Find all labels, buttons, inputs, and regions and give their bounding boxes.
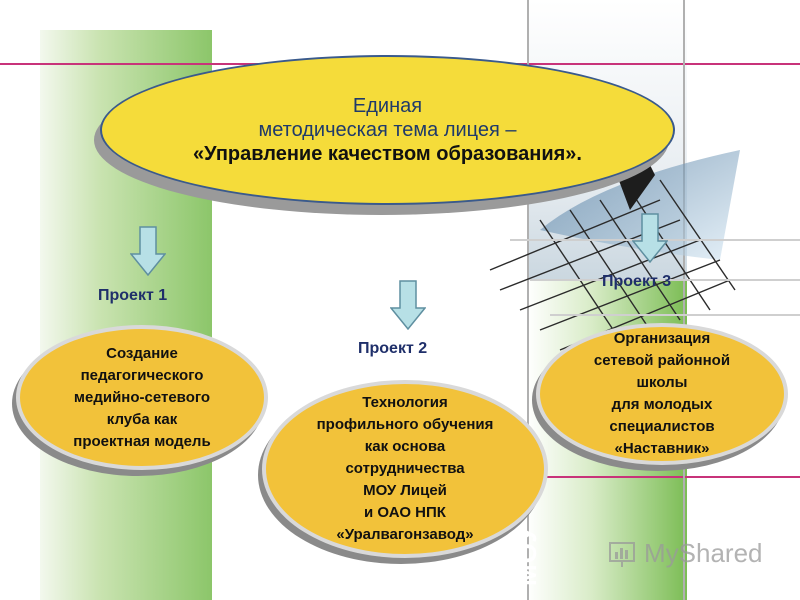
project-2-line: Технология [362, 394, 448, 411]
project-1-line: педагогического [80, 366, 204, 384]
project-3-label: Проект 3 [602, 273, 672, 290]
project-1-ellipse: Создание педагогического медийно-сетевог… [16, 325, 268, 470]
project-1-line: Создание [106, 344, 178, 362]
project-1-line: медийно-сетевого [73, 388, 211, 406]
accent-line-bottom [520, 476, 800, 478]
main-theme-ellipse: Единая методическая тема лицея – «Управл… [100, 55, 675, 205]
main-theme-line1: Единая [352, 95, 423, 117]
project-2-ellipse: Технология профильного обучения как осно… [262, 380, 548, 558]
side-vertical-text: МОУ [512, 525, 542, 586]
project-2-line: «Уралвагонзавод» [336, 526, 474, 543]
project-3-line: для молодых [611, 396, 713, 413]
project-2-line: профильного обучения [316, 416, 494, 433]
chart-logo-icon [609, 541, 635, 567]
main-theme-line3: «Управление качеством образования». [193, 143, 582, 165]
arrow-down-icon [632, 213, 668, 263]
project-2-line: сотрудничества [345, 460, 465, 477]
project-1-label: Проект 1 [98, 287, 168, 304]
project-3-line: Организация [613, 330, 711, 347]
project-3-line: специалистов [609, 418, 715, 435]
watermark: MyShared [608, 538, 763, 569]
project-1-line: проектная модель [73, 432, 211, 450]
arrow-down-icon [390, 280, 426, 330]
project-3-line: «Наставник» [614, 440, 710, 457]
main-theme-line2: методическая тема лицея – [258, 119, 517, 141]
watermark-text: MyShared [644, 538, 763, 568]
project-2-line: как основа [364, 438, 446, 455]
project-2-label: Проект 2 [358, 340, 428, 357]
project-3-line: сетевой районной [593, 352, 731, 369]
project-2-line: и ОАО НПК [364, 504, 446, 521]
vertical-line-1 [527, 0, 529, 600]
arrow-down-icon [130, 226, 166, 276]
project-3-line: школы [636, 374, 688, 391]
project-3-ellipse: Организация сетевой районной школы для м… [536, 323, 788, 465]
project-1-line: клуба как [106, 410, 178, 428]
project-2-line: МОУ Лицей [363, 482, 447, 499]
vertical-line-2 [683, 0, 685, 600]
